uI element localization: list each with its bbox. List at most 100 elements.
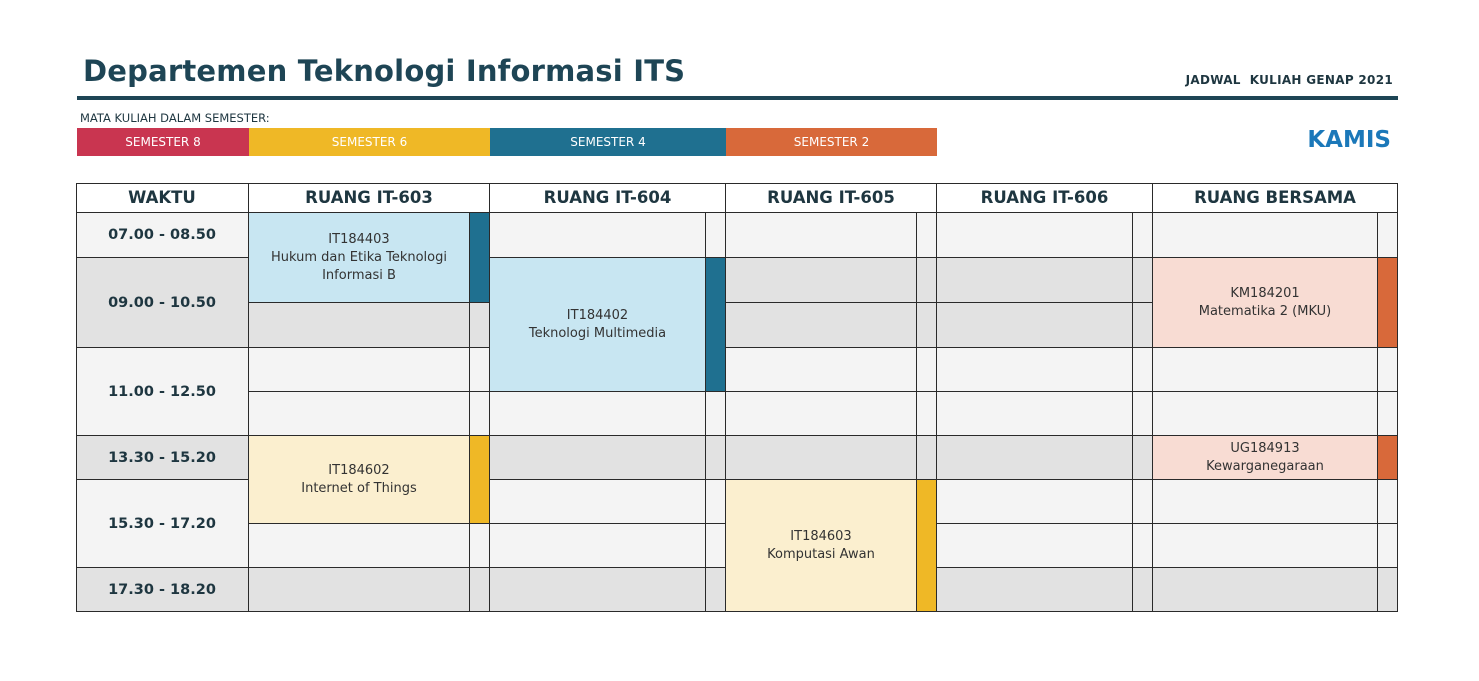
empty-slot <box>917 258 937 303</box>
empty-slot <box>937 258 1133 303</box>
header-room-it605: RUANG IT-605 <box>726 183 937 213</box>
course-name: Teknologi Multimedia <box>528 325 667 341</box>
course-code: UG184913 <box>1230 440 1300 456</box>
empty-slot <box>937 524 1133 568</box>
page-title: Departemen Teknologi Informasi ITS <box>83 54 686 88</box>
header-room-it604: RUANG IT-604 <box>490 183 726 213</box>
empty-slot <box>917 348 937 392</box>
empty-slot <box>1378 213 1398 258</box>
empty-slot <box>490 436 706 480</box>
empty-slot <box>706 524 726 568</box>
empty-slot <box>1153 524 1378 568</box>
empty-slot <box>1133 568 1153 612</box>
empty-slot <box>706 480 726 524</box>
course-code: IT184403 <box>328 231 390 247</box>
empty-slot <box>937 436 1133 480</box>
empty-slot <box>706 436 726 480</box>
empty-slot <box>917 392 937 436</box>
empty-slot <box>490 213 706 258</box>
empty-slot <box>1133 303 1153 348</box>
semester-color-marker <box>917 480 937 612</box>
course-name: Komputasi Awan <box>767 546 875 562</box>
empty-slot <box>1133 258 1153 303</box>
schedule-table: WAKTU RUANG IT-603 RUANG IT-604 RUANG IT… <box>76 183 1398 612</box>
empty-slot <box>937 480 1133 524</box>
course-name: Matematika 2 (MKU) <box>1198 303 1332 319</box>
empty-slot <box>726 258 917 303</box>
semester-color-marker <box>470 213 490 303</box>
empty-slot <box>490 524 706 568</box>
semester-color-marker <box>1378 436 1398 480</box>
empty-slot <box>937 303 1133 348</box>
legend-semester-6: SEMESTER 6 <box>249 128 490 156</box>
empty-slot <box>470 568 490 612</box>
course-name: Kewarganegaraan <box>1206 458 1324 474</box>
empty-slot <box>249 392 470 436</box>
empty-slot <box>470 348 490 392</box>
course-name: Internet of Things <box>301 480 417 496</box>
empty-slot <box>937 568 1133 612</box>
empty-slot <box>937 213 1133 258</box>
empty-slot <box>706 392 726 436</box>
empty-slot <box>1153 213 1378 258</box>
empty-slot <box>937 348 1133 392</box>
empty-slot <box>1378 392 1398 436</box>
semester-color-marker <box>706 258 726 392</box>
empty-slot <box>726 392 917 436</box>
empty-slot <box>1378 480 1398 524</box>
time-slot: 07.00 - 08.50 <box>76 213 249 258</box>
time-slot: 11.00 - 12.50 <box>76 348 249 436</box>
header-waktu: WAKTU <box>76 183 249 213</box>
legend-semester-2: SEMESTER 2 <box>726 128 937 156</box>
day-label: KAMIS <box>1307 127 1391 153</box>
header-room-it603: RUANG IT-603 <box>249 183 490 213</box>
empty-slot <box>1378 568 1398 612</box>
empty-slot <box>249 568 470 612</box>
empty-slot <box>917 303 937 348</box>
empty-slot <box>1153 480 1378 524</box>
course-code: KM184201 <box>1230 285 1300 301</box>
legend-semester-8: SEMESTER 8 <box>77 128 249 156</box>
empty-slot <box>1153 392 1378 436</box>
empty-slot <box>1153 568 1378 612</box>
empty-slot <box>726 348 917 392</box>
empty-slot <box>726 436 917 480</box>
course-block: UG184913 Kewarganegaraan <box>1153 436 1378 480</box>
empty-slot <box>1133 213 1153 258</box>
empty-slot <box>249 524 470 568</box>
empty-slot <box>1133 480 1153 524</box>
empty-slot <box>1378 348 1398 392</box>
time-slot: 17.30 - 18.20 <box>76 568 249 612</box>
header-room-bersama: RUANG BERSAMA <box>1153 183 1398 213</box>
empty-slot <box>1153 348 1378 392</box>
empty-slot <box>490 568 706 612</box>
legend-semester-4: SEMESTER 4 <box>490 128 726 156</box>
header-divider <box>77 96 1398 100</box>
empty-slot <box>726 303 917 348</box>
schedule-subtitle: JADWAL KULIAH GENAP 2021 <box>1185 73 1393 87</box>
empty-slot <box>249 303 470 348</box>
course-code: IT184603 <box>790 528 852 544</box>
empty-slot <box>706 568 726 612</box>
course-block: IT184603 Komputasi Awan <box>726 480 917 612</box>
empty-slot <box>470 392 490 436</box>
semester-legend-title: MATA KULIAH DALAM SEMESTER: <box>80 111 270 125</box>
course-block: IT184402 Teknologi Multimedia <box>490 258 706 392</box>
time-slot: 09.00 - 10.50 <box>76 258 249 348</box>
course-code: IT184602 <box>328 462 390 478</box>
course-block: IT184403 Hukum dan Etika Teknologi Infor… <box>249 213 470 303</box>
empty-slot <box>937 392 1133 436</box>
time-slot: 15.30 - 17.20 <box>76 480 249 568</box>
course-block: KM184201 Matematika 2 (MKU) <box>1153 258 1378 348</box>
empty-slot <box>1133 348 1153 392</box>
course-name: Hukum dan Etika Teknologi Informasi B <box>271 249 447 283</box>
empty-slot <box>249 348 470 392</box>
empty-slot <box>917 213 937 258</box>
empty-slot <box>706 213 726 258</box>
empty-slot <box>490 480 706 524</box>
empty-slot <box>1133 524 1153 568</box>
course-block: IT184602 Internet of Things <box>249 436 470 524</box>
empty-slot <box>490 392 706 436</box>
course-code: IT184402 <box>566 307 629 323</box>
empty-slot <box>1133 392 1153 436</box>
